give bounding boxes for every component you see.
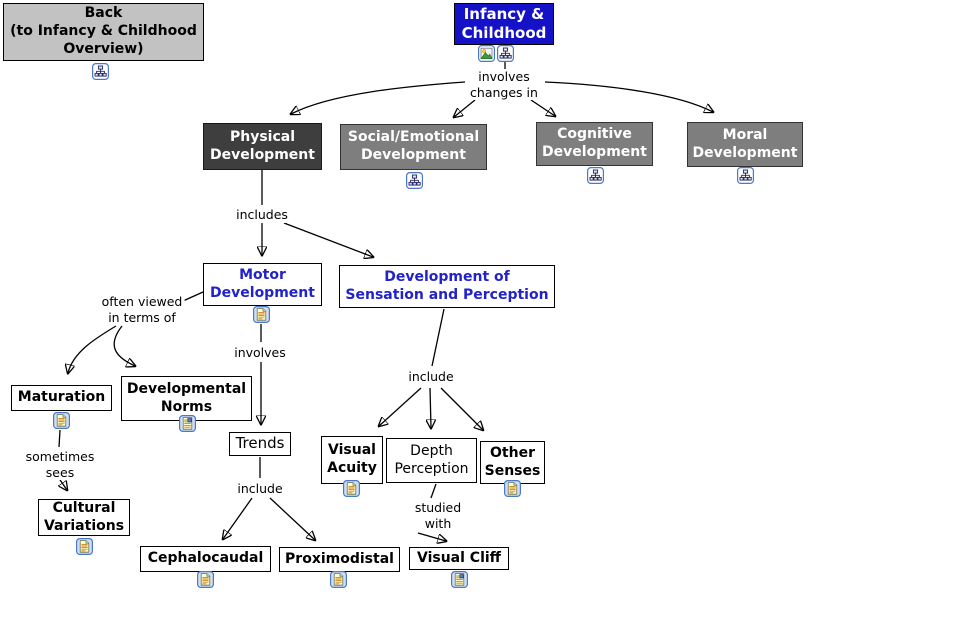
node-sensation-perception[interactable]: Development of Sensation and Perception <box>339 265 555 308</box>
document-icon[interactable] <box>253 306 270 323</box>
link-label-sometimes-sees: sometimes sees <box>23 449 97 480</box>
node-maturation[interactable]: Maturation <box>11 385 112 411</box>
node-cognitive-development[interactable]: Cognitive Development <box>536 122 653 166</box>
node-visual-acuity[interactable]: Visual Acuity <box>321 436 383 484</box>
node-proximodistal[interactable]: Proximodistal <box>279 547 400 572</box>
link-label-involves: involves <box>232 345 288 361</box>
link-label-involves-changes-in: involves changes in <box>468 69 540 100</box>
node-developmental-norms[interactable]: Developmental Norms <box>121 376 252 421</box>
node-depth-perception[interactable]: Depth Perception <box>386 438 477 483</box>
document-icon[interactable] <box>504 480 521 497</box>
document-image-icon[interactable] <box>179 415 196 432</box>
link-label-include-senses: include <box>406 369 456 385</box>
document-icon[interactable] <box>197 571 214 588</box>
node-trends[interactable]: Trends <box>229 432 291 456</box>
document-icon[interactable] <box>343 480 360 497</box>
link-label-includes: includes <box>234 207 290 223</box>
link-label-studied-with: studied with <box>412 500 464 531</box>
document-image-icon[interactable] <box>451 571 468 588</box>
node-infancy-childhood[interactable]: Infancy & Childhood <box>454 3 554 45</box>
link-label-often-viewed: often viewed in terms of <box>99 294 185 325</box>
node-social-emotional-development[interactable]: Social/Emotional Development <box>340 124 487 170</box>
node-physical-development[interactable]: Physical Development <box>203 123 322 170</box>
document-icon[interactable] <box>53 412 70 429</box>
concept-map-icon[interactable] <box>497 45 514 62</box>
node-visual-cliff[interactable]: Visual Cliff <box>409 547 509 570</box>
document-icon[interactable] <box>330 571 347 588</box>
node-cultural-variations[interactable]: Cultural Variations <box>38 499 130 536</box>
node-motor-development[interactable]: Motor Development <box>203 263 322 306</box>
image-icon[interactable] <box>478 45 495 62</box>
concept-map-icon[interactable] <box>587 167 604 184</box>
node-other-senses[interactable]: Other Senses <box>480 441 545 484</box>
node-cephalocaudal[interactable]: Cephalocaudal <box>140 546 271 572</box>
concept-map-icon[interactable] <box>737 167 754 184</box>
link-label-include-trends: include <box>235 481 285 497</box>
concept-map-icon[interactable] <box>406 172 423 189</box>
node-moral-development[interactable]: Moral Development <box>687 122 803 167</box>
document-icon[interactable] <box>76 538 93 555</box>
node-back[interactable]: Back (to Infancy & Childhood Overview) <box>3 3 204 61</box>
concept-map-icon[interactable] <box>92 63 109 80</box>
